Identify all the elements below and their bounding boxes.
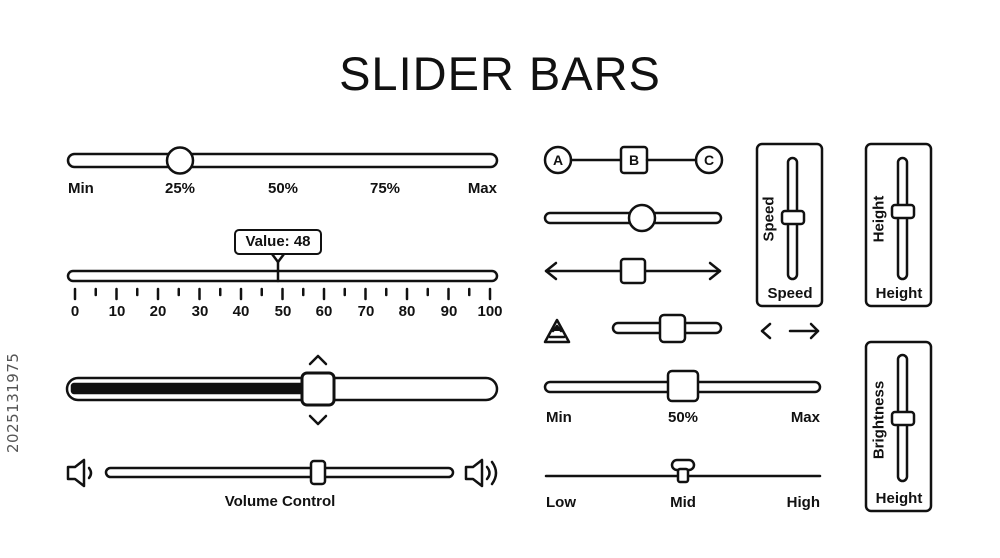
value-tooltip: Value: 48	[234, 229, 322, 255]
right-slider-a-handle[interactable]	[627, 203, 657, 233]
speed-side-label: Speed	[760, 196, 778, 242]
right-slider-b-handle[interactable]	[619, 257, 647, 285]
height-panel	[864, 142, 933, 308]
right-slider-e-low: Low	[546, 494, 576, 511]
right-slider-d-max: Max	[790, 409, 820, 426]
brightness-handle[interactable]	[890, 410, 916, 427]
slider3-track[interactable]	[65, 376, 499, 402]
right-slider-c-handle[interactable]	[658, 313, 687, 344]
node-c[interactable]	[694, 145, 724, 175]
slider1-label-75: 75%	[369, 180, 401, 197]
tick-label: 50	[274, 303, 292, 320]
chevron-left-icon[interactable]	[760, 322, 772, 340]
height-side-label: Height	[870, 195, 888, 243]
slider1-label-50: 50%	[267, 180, 299, 197]
right-slider-d-handle[interactable]	[666, 369, 700, 403]
tick-label: 70	[357, 303, 375, 320]
height-bottom-label: Height	[875, 285, 923, 302]
tick-label: 80	[398, 303, 416, 320]
right-slider-e-mid: Mid	[670, 494, 696, 511]
slider1-label-max: Max	[467, 180, 497, 197]
slider3-fill	[70, 382, 306, 395]
height-handle[interactable]	[890, 203, 916, 220]
node-b-label: B	[628, 152, 640, 168]
tick-label: 0	[70, 303, 80, 320]
node-a-label: A	[552, 152, 564, 168]
right-slider-d-min: Min	[546, 409, 572, 426]
speed-panel	[755, 142, 824, 308]
brightness-panel	[864, 340, 933, 513]
brightness-bottom-label: Height	[875, 490, 923, 507]
chevron-down-icon[interactable]	[308, 414, 328, 426]
tick-label: 90	[440, 303, 458, 320]
speaker-low-icon[interactable]	[66, 458, 86, 488]
tick-label: 30	[191, 303, 209, 320]
slider1-label-min: Min	[68, 180, 94, 197]
tick-label: 40	[232, 303, 250, 320]
right-slider-e-high: High	[786, 494, 820, 511]
slider1-handle[interactable]	[165, 146, 195, 175]
node-c-label: C	[703, 152, 715, 168]
speaker-high-icon[interactable]	[464, 458, 484, 488]
tick-label: 60	[315, 303, 333, 320]
page-title: SLIDER BARS	[339, 47, 661, 100]
speed-bottom-label: Speed	[767, 285, 813, 302]
volume-label: Volume Control	[224, 493, 336, 510]
chevron-up-icon[interactable]	[308, 354, 328, 366]
slider1-label-25: 25%	[164, 180, 196, 197]
slider1-track[interactable]	[66, 152, 499, 169]
tooltip-pointer	[270, 252, 286, 264]
slider2-track[interactable]	[66, 269, 499, 283]
stock-id: 2025131975	[4, 352, 22, 453]
arrow-left-icon[interactable]	[544, 261, 558, 281]
slider3-handle[interactable]	[300, 371, 336, 407]
right-slider-d-50: 50%	[667, 409, 699, 426]
slider2-ticks	[73, 287, 492, 301]
tick-label: 100	[477, 303, 503, 320]
tick-label: 20	[149, 303, 167, 320]
brightness-side-label: Brightness	[870, 380, 888, 460]
volume-handle[interactable]	[309, 459, 327, 486]
arrow-right-icon[interactable]	[708, 261, 722, 281]
tick-label: 10	[108, 303, 126, 320]
speed-handle[interactable]	[780, 209, 806, 226]
volume-track[interactable]	[104, 466, 455, 479]
eject-icon[interactable]	[543, 318, 571, 344]
